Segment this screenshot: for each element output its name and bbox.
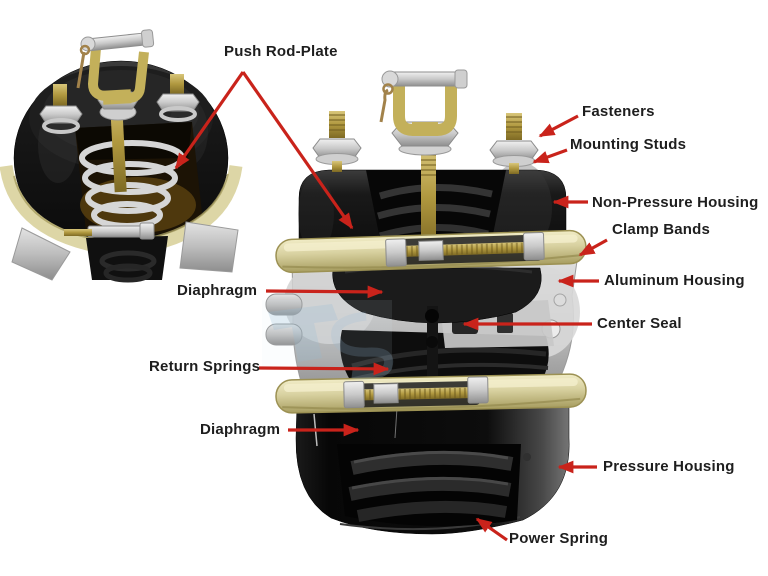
inset-return-spring [79,140,185,229]
clamp-bolt-nut-upper [418,240,444,261]
clamp-band-upper [275,229,587,274]
diaphragm-upper-part [332,267,542,324]
clamp-bolt-nut-lower [373,383,399,404]
push-rod-lower [427,306,438,390]
label-diaphragm-lower: Diaphragm [200,421,281,438]
inset-photo-push-rod-plate [0,29,243,283]
return-spring-part [349,347,549,382]
inset-clevis [76,29,155,105]
label-aluminum-housing: Aluminum Housing [604,272,745,289]
label-mounting-studs: Mounting Studs [570,136,687,153]
inset-aluminum-right [179,221,239,273]
label-non-pressure-housing: Non-Pressure Housing [592,194,759,211]
pressure-housing-part [295,401,570,535]
clamp-band-lower [275,373,587,414]
label-return-springs: Return Springs [149,358,261,375]
power-spring-part [348,450,514,522]
inset-mounting-stud-left [39,84,83,134]
label-push-rod-plate: Push Rod-Plate [224,43,338,60]
watermark [262,300,394,380]
clevis [379,69,468,136]
air-port-upper [265,293,303,316]
label-power-spring: Power Spring [509,530,609,547]
inset-aluminum-left [11,227,71,281]
air-port-lower [265,323,303,346]
mounting-stud-left [312,111,362,172]
mounting-stud-right [489,113,539,174]
main-photo-brake-chamber [262,69,587,535]
label-pressure-housing: Pressure Housing [603,458,735,475]
cotter-pin [379,88,389,123]
label-center-seal: Center Seal [597,315,682,332]
label-clamp-bands: Clamp Bands [612,221,711,238]
label-fasteners: Fasteners [582,103,655,120]
label-diaphragm-upper: Diaphragm [177,282,258,299]
inset-clamp-bolt [87,225,145,238]
